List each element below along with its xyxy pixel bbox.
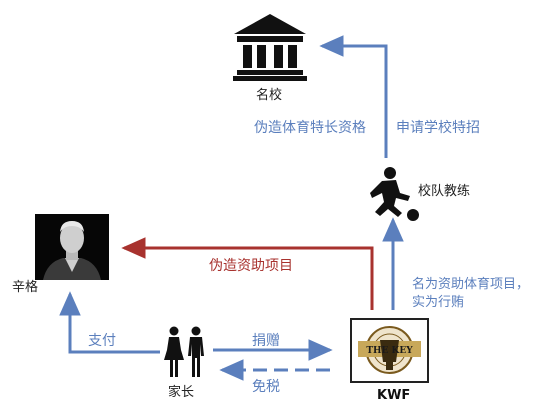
kwf-label: KWF — [377, 388, 411, 403]
arrow-kwf-to-singer — [121, 237, 374, 310]
tax-exempt-label: 免税 — [252, 379, 280, 395]
coach-label: 校队教练 — [418, 184, 471, 199]
arrow-coach-to-university — [319, 35, 388, 158]
singer-portrait-photo — [35, 214, 109, 280]
kwf-logo: THE KEY — [352, 320, 427, 381]
kwf-logo-text: THE KEY — [366, 346, 413, 356]
university-building-icon — [233, 14, 307, 81]
arrow-parents-to-singer — [59, 291, 160, 354]
apply-special-admission-label: 申请学校特招 — [396, 120, 480, 136]
singer-label: 辛格 — [12, 280, 39, 295]
fake-athlete-credentials-label: 伪造体育特长资格 — [254, 120, 366, 136]
parents-couple-icon — [164, 326, 204, 377]
kwf-logo-box: THE KEY — [350, 318, 429, 383]
singer-portrait — [35, 214, 109, 280]
payment-label: 支付 — [88, 333, 116, 349]
parents-label: 家长 — [168, 385, 195, 400]
fake-funding-project-label: 伪造资助项目 — [209, 258, 293, 274]
bribery-label-line2: 实为行贿 — [412, 295, 465, 310]
university-label: 名校 — [256, 88, 283, 103]
soccer-player-icon — [370, 167, 419, 221]
bribery-label-line1: 名为资助体育项目， — [412, 277, 530, 292]
donation-label: 捐赠 — [252, 333, 280, 349]
